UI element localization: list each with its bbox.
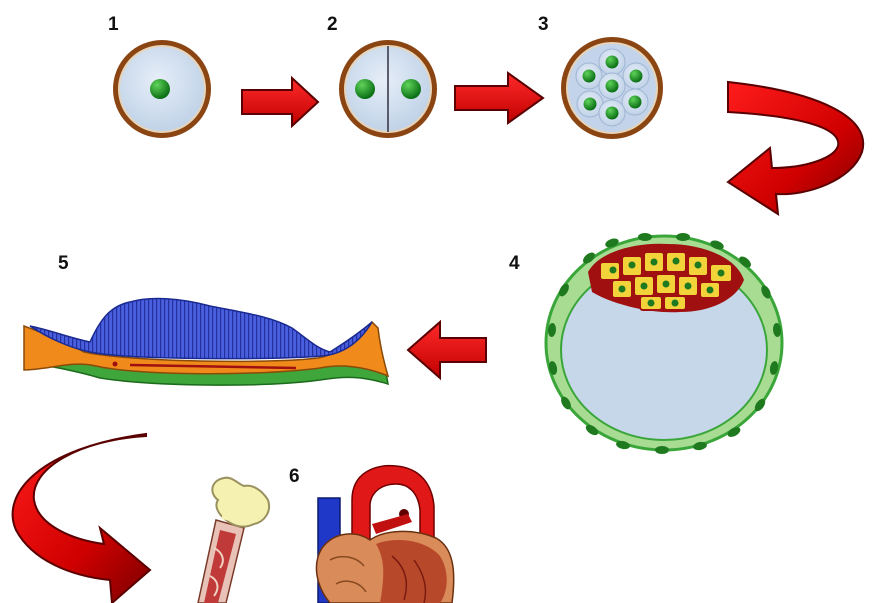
heart-icon <box>315 464 455 603</box>
stage-label-3: 3 <box>538 14 549 35</box>
arrow-right-icon <box>241 75 320 129</box>
curved-arrow-down-icon <box>11 432 152 603</box>
zygote-icon <box>113 40 211 138</box>
arrow-left-icon <box>406 319 487 381</box>
stage-label-6: 6 <box>289 466 300 487</box>
stage-label-2: 2 <box>327 14 338 35</box>
curved-arrow-down-icon <box>726 80 865 216</box>
morula-icon <box>561 37 663 139</box>
stage-label-4: 4 <box>509 253 520 274</box>
stage-label-1: 1 <box>108 14 119 35</box>
two-cell-embryo-icon <box>339 40 437 138</box>
arrow-right-icon <box>454 71 545 125</box>
gastrula-germ-layers-icon <box>23 297 390 386</box>
stage-label-5: 5 <box>58 253 69 274</box>
blastocyst-icon <box>544 233 784 454</box>
bone-icon <box>197 476 270 603</box>
